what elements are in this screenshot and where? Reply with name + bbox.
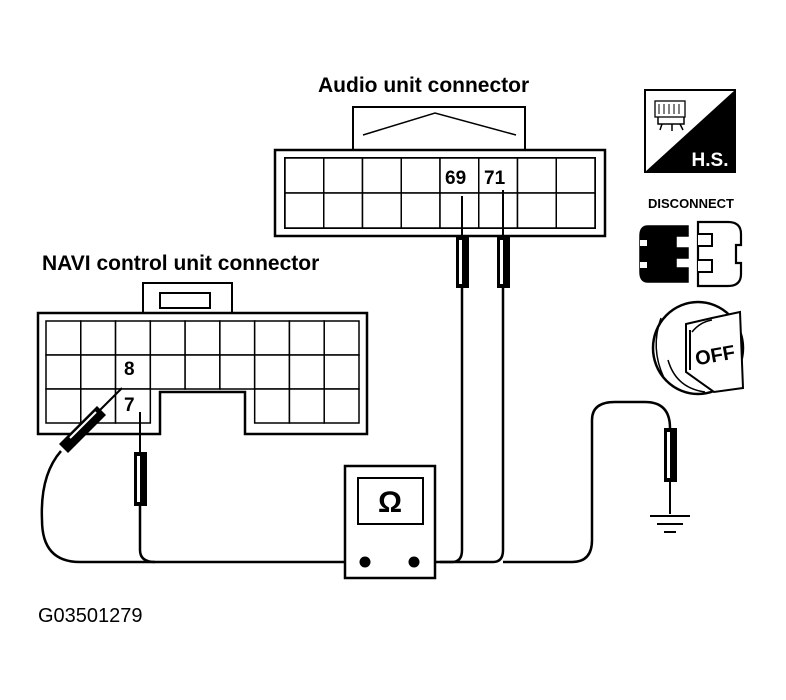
audio-pin-cell [516,157,557,194]
navi-pin-cell [45,354,82,390]
navi-pin-cell [253,388,291,424]
navi-pin-cell [45,388,82,424]
audio-pin-cell [400,157,441,194]
audio-pin-cell [555,157,596,194]
navi-pin-cell [288,320,325,356]
navi-pin-cell [323,354,360,390]
audio-pin-69-label: 69 [445,168,466,189]
navi-pin-cell [184,320,221,356]
audio-pin-cell [439,157,480,194]
audio-pin-cell [361,157,402,194]
navi-connector-pin-grid [45,320,360,424]
harness-connector-hs-icon: H.S. [644,89,736,173]
navi-pin-cell [219,320,256,356]
ohmmeter: Ω [343,464,437,580]
navi-pin-cell [149,320,186,356]
hs-text: H.S. [692,150,729,171]
navi-pin-cell [323,320,360,356]
audio-pin-cell [284,157,325,194]
navi-pin-cell [114,388,152,424]
navi-pin-cell [45,320,82,356]
navi-control-unit-connector: NAVI control unit connector 8 7 [36,252,369,436]
navi-pin-cell [80,320,117,356]
audio-connector-pin-grid [284,157,596,229]
navi-connector-lock [159,292,211,309]
navi-pin-cell [288,354,325,390]
audio-pin-cell [323,157,364,194]
navi-pin-cell [149,354,186,390]
test-leads [40,288,672,564]
audio-pin-cell [284,192,325,229]
audio-pin-cell [478,192,519,229]
ohmmeter-terminal-left [359,556,371,568]
navi-connector-label: NAVI control unit connector [42,252,319,275]
navi-pin-cell [288,388,325,424]
probe-audio-69 [456,196,469,288]
disconnect-text: DISCONNECT [648,196,734,211]
wire-navi-7-to-meter [138,506,156,564]
probe-ground [664,428,677,514]
disconnect-icon: DISCONNECT [639,196,743,288]
navi-pin-cell [219,354,256,390]
wire-meter-to-ground [503,400,672,564]
probe-audio-71 [497,190,510,288]
wire-audio-71-to-meter [440,288,505,564]
ground-icon [650,515,690,533]
navi-pin-8-label: 8 [124,359,135,380]
audio-pin-cell [439,192,480,229]
audio-connector-label: Audio unit connector [318,74,529,97]
navi-pin-cell [253,354,291,390]
navi-pin-cell [114,320,152,356]
audio-pin-cell [478,157,519,194]
audio-pin-cell [361,192,402,229]
audio-pin-cell [323,192,364,229]
audio-pin-cell [400,192,441,229]
audio-pin-cell [516,192,557,229]
audio-connector-hood [352,106,526,158]
navi-pin-cell [80,354,117,390]
audio-connector-latch [362,112,517,136]
navi-pin-7-label: 7 [124,395,135,416]
figure-code: G03501279 [38,605,143,627]
probe-navi-8 [59,387,123,453]
ohm-symbol: Ω [378,486,402,519]
audio-unit-connector: Audio unit connector 69 71 [273,74,607,238]
navi-pin-cell [253,320,291,356]
ohmmeter-terminal-right [408,556,420,568]
navi-pin-cell [184,354,221,390]
audio-pin-71-label: 71 [484,168,506,189]
navi-pin-cell [323,388,360,424]
audio-pin-cell [555,192,596,229]
probe-navi-7 [134,412,147,506]
ignition-off-icon: OFF [651,300,745,396]
wire-navi-8-to-meter [40,450,365,564]
ohmmeter-display [357,477,424,525]
